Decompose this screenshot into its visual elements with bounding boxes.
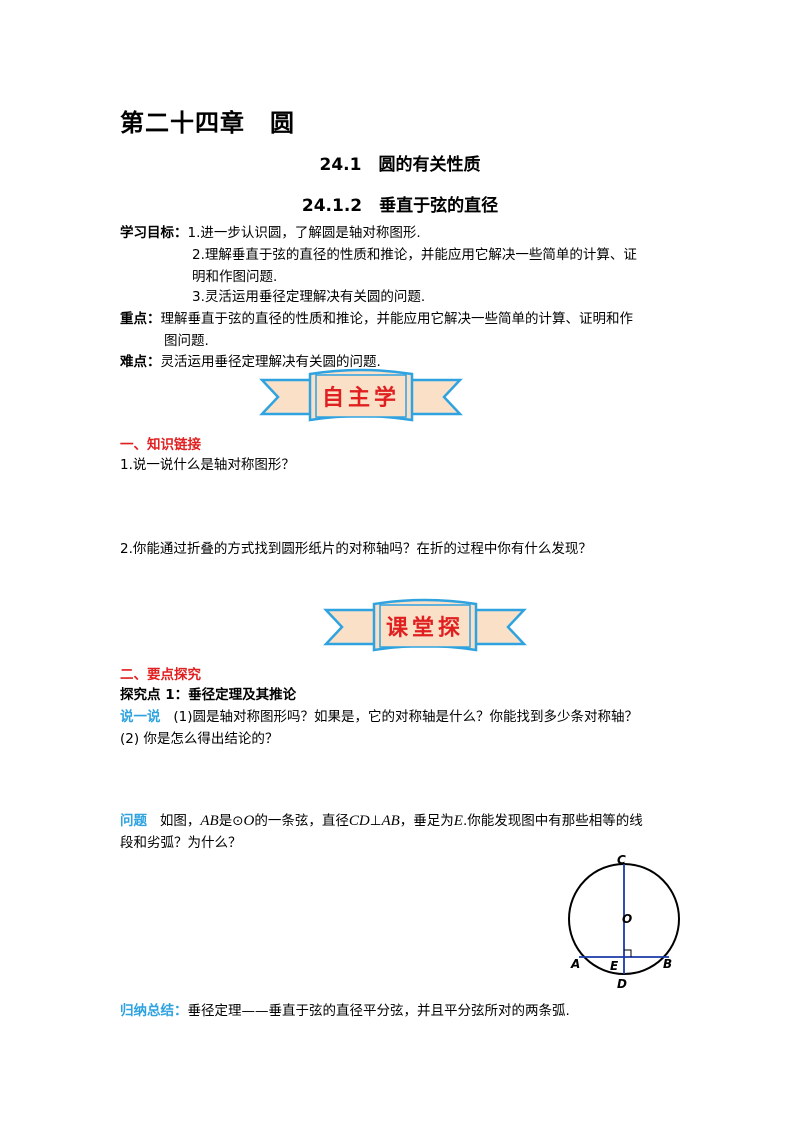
difficulty-label: 难点： [120, 354, 161, 370]
label-b: B [663, 957, 672, 971]
goals-line-1: 学习目标：1.进一步认识圆，了解圆是轴对称图形. [120, 222, 421, 244]
say-label: 说一说 [120, 709, 161, 725]
problem-text-3: 的一条弦，直径 [254, 813, 349, 829]
problem-text-5: ，垂足为 [399, 813, 454, 829]
key-points-text: 理解垂直于弦的直径的性质和推论，并能应用它解决一些简单的计算、证明和作 [160, 311, 634, 327]
problem-text-4: ⊥ [369, 813, 382, 829]
goal-item-3: 3.灵活运用垂径定理解决有关圆的问题. [192, 289, 426, 305]
circle-diagram: C O A E B D [568, 853, 680, 991]
label-d: D [617, 977, 627, 991]
difficulty-line: 难点：灵活运用垂径定理解决有关圆的问题. [120, 351, 381, 373]
problem-line-1: 问题 如图，AB是⊙O的一条弦，直径CD⊥AB，垂足为E.你能发现图中有那些相等… [120, 810, 643, 832]
problem-text-2: 是⊙ [218, 813, 244, 829]
problem-var-o: O [243, 813, 255, 829]
key-points-line-1: 重点：理解垂直于弦的直径的性质和推论，并能应用它解决一些简单的计算、证明和作 [120, 308, 633, 330]
banner-class-explore-text: 课堂探 [386, 615, 464, 641]
right-angle-mark [624, 949, 632, 957]
summary-label: 归纳总结： [120, 1003, 188, 1019]
problem-var-e: E [453, 813, 463, 829]
label-a: A [570, 957, 580, 971]
section-title: 24.1 圆的有关性质 [319, 155, 481, 175]
part1-heading: 一、知识链接 [120, 437, 201, 453]
subsection-title: 24.1.2 垂直于弦的直径 [301, 196, 499, 216]
key-points-label: 重点： [120, 311, 161, 327]
part1-question-2: 2.你能通过折叠的方式找到圆形纸片的对称轴吗？在折的过程中你有什么发现？ [120, 541, 592, 557]
banner-self-study-text: 自主学 [322, 385, 400, 411]
label-o: O [622, 912, 632, 926]
chapter-title: 第二十四章 圆 [120, 109, 295, 137]
problem-line-2: 段和劣弧？为什么？ [120, 835, 242, 851]
problem-var-cd: CD [348, 813, 370, 829]
say-line-1: 说一说 (1)圆是轴对称图形吗？如果是，它的对称轴是什么？你能找到多少条对称轴？ [120, 706, 638, 728]
key-points-line-2: 图问题. [164, 333, 209, 349]
problem-text-1: 如图， [159, 813, 201, 829]
banner-class-explore: 课堂探 [323, 598, 527, 652]
problem-var-ab: AB [200, 813, 219, 829]
summary-line: 归纳总结：垂径定理——垂直于弦的直径平分弦，并且平分弦所对的两条弧. [120, 1000, 570, 1022]
problem-var-ab-2: AB [381, 813, 400, 829]
problem-text-6: .你能发现图中有那些相等的线 [462, 813, 643, 829]
say-question-1: (1)圆是轴对称图形吗？如果是，它的对称轴是什么？你能找到多少条对称轴？ [173, 709, 638, 725]
goal-item-2a: 2.理解垂直于弦的直径的性质和推论，并能应用它解决一些简单的计算、证 [192, 247, 637, 263]
difficulty-text: 灵活运用垂径定理解决有关圆的问题. [160, 354, 381, 370]
label-c: C [617, 853, 626, 867]
goal-item-2b: 明和作图问题. [192, 269, 278, 285]
say-question-2: (2) 你是怎么得出结论的？ [120, 731, 279, 747]
problem-label: 问题 [120, 813, 147, 829]
banner-self-study: 自主学 [259, 368, 463, 422]
part1-question-1: 1.说一说什么是轴对称图形？ [120, 457, 295, 473]
goals-label: 学习目标： [120, 225, 188, 241]
part2-heading: 二、要点探究 [120, 667, 201, 683]
summary-text: 垂径定理——垂直于弦的直径平分弦，并且平分弦所对的两条弧. [187, 1003, 570, 1019]
explore-point-1: 探究点 1：垂径定理及其推论 [120, 687, 297, 703]
goal-item-1: 1.进一步认识圆，了解圆是轴对称图形. [187, 225, 421, 241]
label-e: E [610, 959, 619, 973]
